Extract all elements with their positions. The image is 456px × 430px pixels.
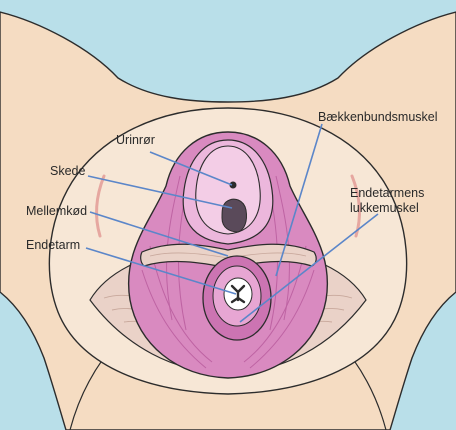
label-baekkenbundsmuskel: Bækkenbundsmuskel <box>318 110 438 125</box>
label-endetarmens: Endetarmens <box>350 186 424 201</box>
vagina-opening <box>222 199 247 232</box>
label-urinror: Urinrør <box>116 133 155 148</box>
label-endetarm: Endetarm <box>26 238 80 253</box>
label-lukkemuskel: lukkemuskel <box>350 201 419 216</box>
label-skede: Skede <box>50 164 85 179</box>
label-mellemkod: Mellemkød <box>26 204 87 219</box>
